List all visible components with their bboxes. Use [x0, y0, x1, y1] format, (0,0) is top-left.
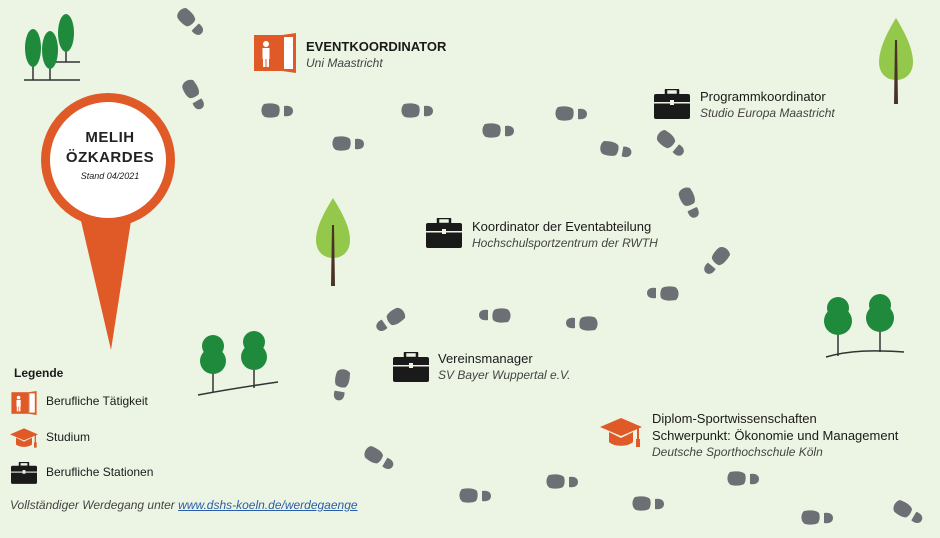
- tree-group-right-middle: [824, 294, 905, 358]
- footprint: [174, 5, 207, 39]
- footprint: [179, 77, 209, 112]
- footprint: [332, 136, 364, 151]
- pin-name-line2: ÖZKARDES: [65, 149, 155, 166]
- briefcase-icon: [393, 352, 429, 382]
- footprint: [700, 244, 733, 278]
- pin-stand-date: Stand 04/2021: [80, 171, 140, 181]
- legend-label: Studium: [46, 430, 91, 444]
- footprint: [482, 123, 514, 138]
- footprint: [401, 103, 433, 118]
- legend-title: Legende: [14, 366, 64, 380]
- door-person-icon: [254, 33, 296, 73]
- tree-group-top-left: [24, 14, 80, 81]
- footprint: [361, 444, 397, 473]
- footprint: [566, 316, 598, 331]
- station-title: Programmkoordinator: [700, 89, 826, 104]
- pin-name-line1: MELIH: [85, 129, 135, 146]
- tree-center: [316, 198, 350, 286]
- footer-text: Vollständiger Werdegang unter: [10, 498, 179, 512]
- werdegang-link[interactable]: www.dshs-koeln.de/werdegaenge: [178, 498, 358, 512]
- tree-group-left-middle: [197, 331, 279, 396]
- station-subtitle: Deutsche Sporthochschule Köln: [652, 445, 823, 459]
- footprint: [331, 368, 352, 402]
- graduation-cap-icon: [600, 418, 642, 447]
- footprint: [555, 106, 587, 121]
- footprint: [647, 286, 679, 301]
- footprint: [632, 496, 664, 511]
- footprint: [546, 474, 578, 489]
- footprint: [261, 103, 293, 118]
- footer-note: Vollständiger Werdegang unter www.dshs-k…: [10, 498, 358, 512]
- station-subtitle: Studio Europa Maastricht: [700, 106, 835, 120]
- map-pin: [41, 93, 175, 350]
- footprint: [599, 139, 633, 160]
- station-title: Koordinator der Eventabteilung: [472, 219, 652, 234]
- footprint: [801, 510, 833, 525]
- footprint: [676, 185, 703, 221]
- station-subtitle: Uni Maastricht: [306, 56, 383, 70]
- briefcase-icon: [426, 218, 462, 248]
- footprint: [890, 498, 926, 527]
- tree-top-right: [879, 18, 913, 104]
- door-person-icon: [11, 391, 37, 415]
- station-title: EVENTKOORDINATOR: [306, 39, 447, 54]
- graduation-cap-icon: [10, 428, 38, 448]
- station-subtitle: Hochschulsportzentrum der RWTH: [472, 236, 658, 250]
- legend-label: Berufliche Stationen: [46, 465, 154, 479]
- footprint: [459, 488, 491, 503]
- footprint: [654, 127, 688, 160]
- footprint: [727, 471, 759, 486]
- station-title-line2: Schwerpunkt: Ökonomie und Management: [652, 428, 899, 443]
- station-title: Vereinsmanager: [438, 351, 533, 366]
- footprint: [479, 308, 511, 323]
- briefcase-icon: [11, 462, 37, 484]
- station-subtitle: SV Bayer Wuppertal e.V.: [438, 368, 571, 382]
- pin-label: MELIH ÖZKARDES Stand 04/2021: [50, 128, 170, 181]
- briefcase-icon: [654, 89, 690, 119]
- legend-label: Berufliche Tätigkeit: [46, 394, 148, 408]
- footprint: [373, 305, 408, 336]
- station-title-line1: Diplom-Sportwissenschaften: [652, 411, 817, 426]
